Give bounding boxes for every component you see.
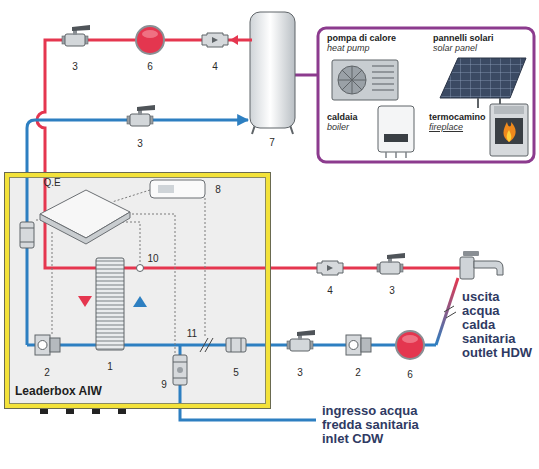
pipe-end-label: outlet HDW (462, 346, 532, 360)
sensor (137, 265, 144, 272)
heat-source-panel (318, 28, 534, 162)
fireplace-icon (490, 104, 528, 156)
callout-number: 6 (407, 369, 413, 380)
heat-pump-icon (332, 60, 398, 100)
heat-source-box: caldaiaboiler (326, 112, 359, 132)
mixed-pipe (436, 278, 458, 345)
pump (35, 335, 60, 355)
callout-number: 4 (327, 285, 333, 296)
heat-source-box: pannelli solarisolar panel (432, 33, 495, 53)
flow-arrow (78, 296, 92, 307)
callout-number: 2 (44, 367, 50, 378)
fitting (226, 338, 246, 352)
controller (40, 190, 130, 238)
heat-source-box: termocaminofireplace (428, 112, 487, 132)
callout-number: 8 (215, 184, 221, 195)
flow-arrow (133, 296, 147, 307)
controller (40, 212, 130, 244)
callout-number: 9 (161, 379, 167, 390)
flow-meter (20, 222, 34, 248)
node-title: pannelli solari (432, 33, 495, 43)
node-subtitle: fireplace (428, 122, 464, 132)
callout-number: 11 (187, 328, 197, 339)
callout-number: 6 (147, 61, 153, 72)
pump (346, 335, 371, 355)
control-wires (34, 190, 205, 355)
boiler-icon (378, 106, 414, 158)
break-mark (200, 338, 213, 352)
solar-panel-icon (440, 58, 526, 108)
faucet (460, 251, 503, 279)
callout-number: 2 (355, 367, 361, 378)
node-title: caldaia (326, 112, 359, 122)
callout-number: Q.E (43, 177, 60, 188)
check-valve (317, 261, 343, 275)
callout-number: 4 (212, 61, 218, 72)
ball-valve (377, 253, 405, 274)
ball-valve (62, 25, 90, 46)
flow-arrow (230, 35, 238, 45)
callout-number: 3 (137, 138, 143, 149)
callout-number: 3 (297, 367, 303, 378)
expansion-vessel (136, 26, 164, 54)
hot-pipe (37, 40, 460, 268)
housing-feet (40, 409, 126, 414)
pipe-end-label: uscita acqua calda sanitaria (462, 290, 526, 346)
callout-number: 3 (389, 285, 395, 296)
panel-link (295, 74, 318, 77)
node-title: Leaderbox AIW (15, 384, 102, 398)
pipe-end-label: inlet CDW (322, 432, 383, 446)
node-title: pompa di calore (326, 33, 397, 43)
drain-valve (173, 355, 187, 385)
heat-exchanger (96, 258, 124, 350)
expansion-vessel (396, 331, 424, 359)
callout-number: 7 (269, 137, 275, 148)
heat-source-box: pompa di caloreheat pump (326, 33, 397, 53)
node-title: termocamino (428, 112, 487, 122)
break-mark (444, 306, 456, 318)
ball-valve (287, 330, 315, 351)
node-subtitle: heat pump (326, 43, 371, 53)
inlet-pipe (180, 345, 316, 420)
callout-number: 1 (107, 361, 113, 372)
callout-number: 3 (72, 61, 78, 72)
node-subtitle: solar panel (432, 43, 478, 53)
callout-number: 5 (233, 367, 239, 378)
housing-fill (9, 177, 266, 404)
remote (158, 185, 174, 193)
return-pipe (27, 120, 248, 345)
ball-valve (127, 105, 155, 126)
remote (150, 180, 205, 198)
pipe-end-label: ingresso acqua fredda sanitaria (322, 404, 438, 432)
callout-number: 10 (147, 253, 158, 264)
check-valve (202, 33, 228, 47)
node-subtitle: boiler (326, 122, 350, 132)
storage-tank (250, 12, 295, 134)
